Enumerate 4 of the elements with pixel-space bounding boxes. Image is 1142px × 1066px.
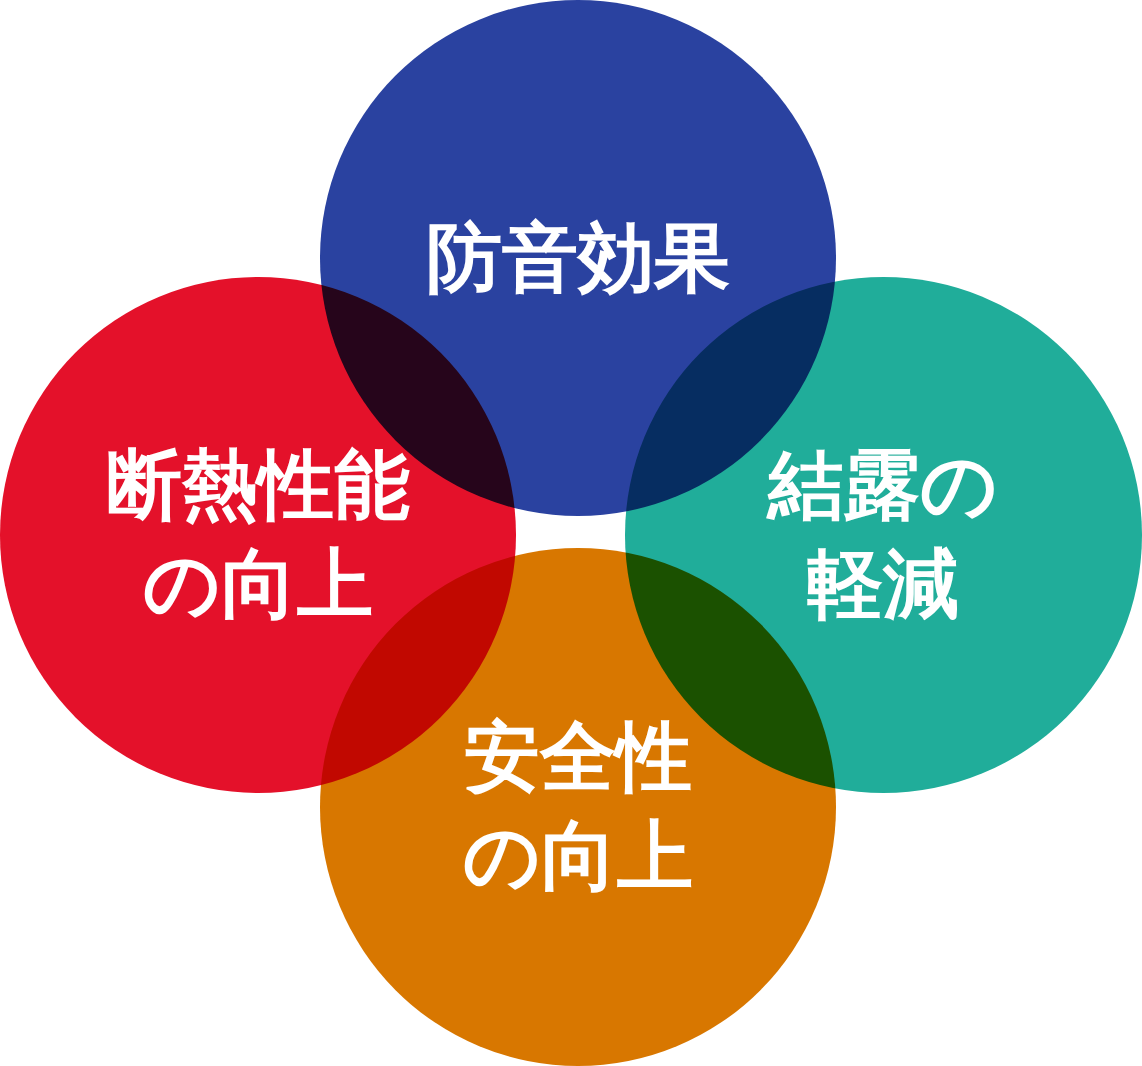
circle-label: 安全性の向上 (462, 711, 694, 902)
circle-label: 防音効果 (425, 211, 731, 304)
circle-label: 結露の軽減 (765, 439, 1000, 630)
circle-label: 断熱性能の向上 (105, 439, 411, 630)
